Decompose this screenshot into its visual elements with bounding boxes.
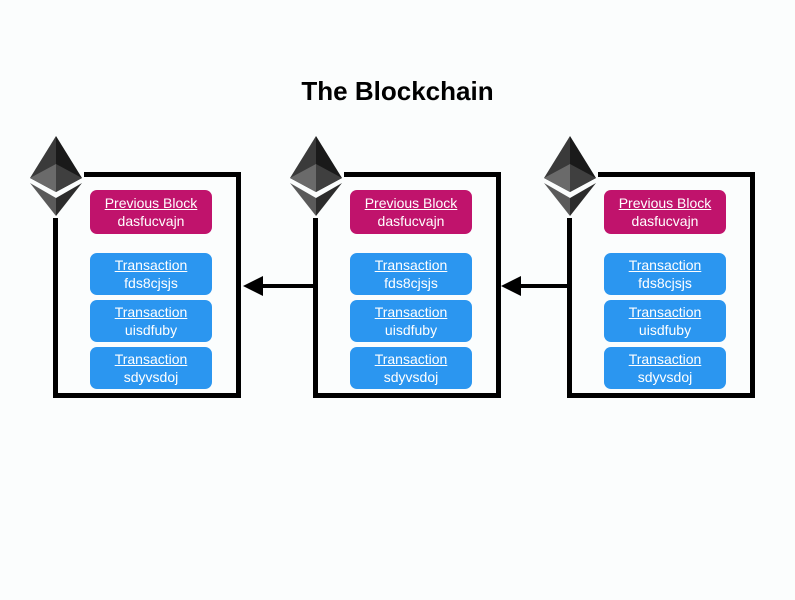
transaction-box: Transaction fds8cjsjs: [350, 253, 472, 295]
transaction-id: sdyvsdoj: [383, 369, 439, 385]
previous-block-box: Previous Block dasfucvajn: [350, 190, 472, 234]
diagram-title: The Blockchain: [301, 76, 494, 106]
transaction-id: uisdfuby: [384, 322, 438, 338]
transaction-label[interactable]: Transaction: [628, 351, 702, 367]
transaction-box: Transaction fds8cjsjs: [90, 253, 212, 295]
arrow-left-icon: [243, 276, 313, 296]
transaction-label[interactable]: Transaction: [114, 257, 188, 273]
transaction-id: fds8cjsjs: [384, 275, 438, 291]
transaction-label[interactable]: Transaction: [374, 257, 448, 273]
transaction-label[interactable]: Transaction: [374, 351, 448, 367]
transaction-id: uisdfuby: [638, 322, 692, 338]
previous-block-label[interactable]: Previous Block: [104, 195, 198, 211]
transaction-id: uisdfuby: [124, 322, 178, 338]
previous-block-hash: dasfucvajn: [117, 213, 185, 229]
transaction-label[interactable]: Transaction: [114, 304, 188, 320]
previous-block-label[interactable]: Previous Block: [364, 195, 458, 211]
transaction-box: Transaction sdyvsdoj: [90, 347, 212, 389]
transaction-box: Transaction sdyvsdoj: [604, 347, 726, 389]
ethereum-icon: [288, 134, 344, 218]
ethereum-icon: [28, 134, 84, 218]
transaction-label[interactable]: Transaction: [628, 257, 702, 273]
transaction-box: Transaction fds8cjsjs: [604, 253, 726, 295]
previous-block-box: Previous Block dasfucvajn: [604, 190, 726, 234]
transaction-label[interactable]: Transaction: [628, 304, 702, 320]
block-1: Previous Block dasfucvajn Transaction fd…: [53, 172, 241, 398]
transaction-box: Transaction uisdfuby: [350, 300, 472, 342]
ethereum-icon: [542, 134, 598, 218]
transaction-box: Transaction sdyvsdoj: [350, 347, 472, 389]
transaction-id: sdyvsdoj: [123, 369, 179, 385]
transaction-label[interactable]: Transaction: [374, 304, 448, 320]
transaction-id: fds8cjsjs: [124, 275, 178, 291]
block-2: Previous Block dasfucvajn Transaction fd…: [313, 172, 501, 398]
transaction-label[interactable]: Transaction: [114, 351, 188, 367]
block-3: Previous Block dasfucvajn Transaction fd…: [567, 172, 755, 398]
previous-block-label[interactable]: Previous Block: [618, 195, 712, 211]
transaction-id: sdyvsdoj: [637, 369, 693, 385]
arrow-left-icon: [501, 276, 567, 296]
transaction-id: fds8cjsjs: [638, 275, 692, 291]
transaction-box: Transaction uisdfuby: [90, 300, 212, 342]
previous-block-box: Previous Block dasfucvajn: [90, 190, 212, 234]
transaction-box: Transaction uisdfuby: [604, 300, 726, 342]
previous-block-hash: dasfucvajn: [377, 213, 445, 229]
previous-block-hash: dasfucvajn: [631, 213, 699, 229]
